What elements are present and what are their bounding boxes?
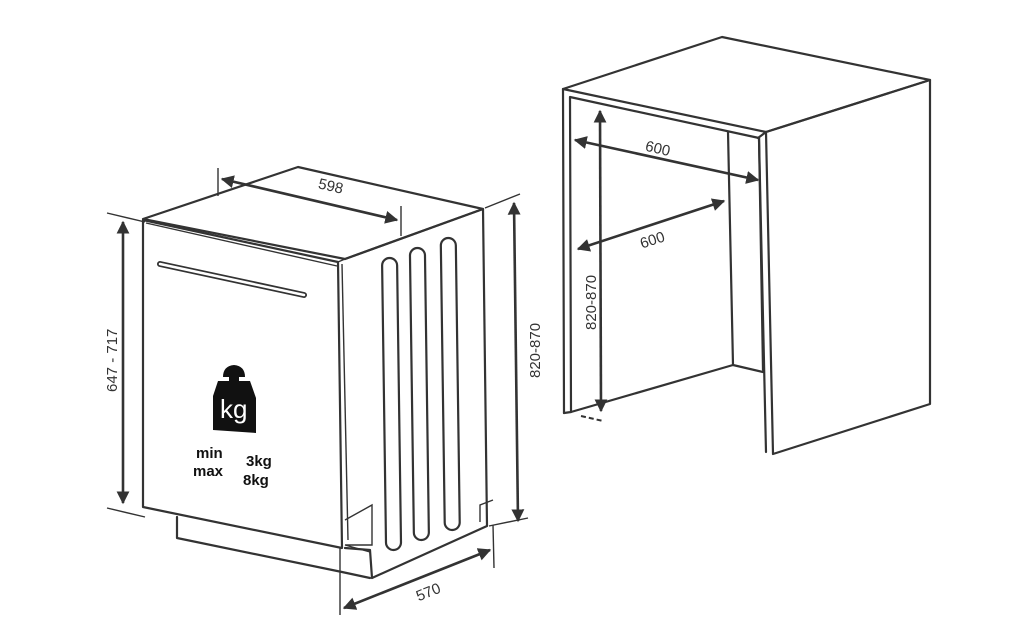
cabinet-depth-dimension-arrow (576, 198, 726, 252)
weight-min-label: min (196, 445, 223, 462)
width-dimension-label: 598 (317, 175, 345, 197)
ext-line (106, 212, 146, 223)
cabinet-left-edge (561, 87, 566, 415)
ext-line (492, 524, 495, 569)
kg-weight-icon: kg (213, 365, 256, 433)
weight-max-label: max (193, 463, 224, 480)
weight-max-value: 8kg (243, 472, 269, 489)
door-side-edge (341, 263, 349, 541)
depth-dimension-label: 570 (414, 580, 444, 605)
kg-icon-text: kg (220, 394, 247, 424)
cabinet-height-dimension-arrow (593, 109, 608, 413)
dashed-line (580, 415, 604, 422)
door-edge (337, 258, 346, 263)
cabinet-top-face (561, 35, 932, 134)
cabinet-back-edge (726, 130, 765, 374)
depth-dimension-arrow (342, 548, 492, 610)
toe-kick-notch (344, 503, 373, 553)
cabinet-width-dimension-arrow (573, 136, 760, 184)
cabinet-right-face (764, 78, 932, 456)
total-height-dimension-arrow (507, 201, 525, 523)
dishwasher-drawing: kg min max 3kg 8kg 598 647 - 717 820-870… (104, 165, 544, 615)
dishwasher-door-front (141, 218, 344, 550)
side-slot-2 (408, 246, 430, 542)
cabinet-height-dimension-label: 820-870 (583, 275, 600, 330)
cabinet-inner-right (757, 136, 768, 454)
weight-min-value: 3kg (246, 453, 272, 470)
dishwasher-side-face (343, 207, 489, 580)
ext-line (484, 193, 521, 209)
door-top-strip (145, 222, 338, 267)
rear-foot (479, 499, 494, 522)
cabinet-depth-dimension-label: 600 (638, 229, 667, 253)
cabinet-floor-line (569, 363, 735, 414)
side-slot-3 (439, 236, 461, 532)
ext-line (106, 507, 146, 518)
door-handle-highlight (158, 262, 306, 297)
dishwasher-top-face (141, 165, 485, 261)
width-dimension-arrow (220, 175, 399, 224)
total-height-dimension-label: 820-870 (527, 323, 544, 378)
ext-line (488, 517, 529, 527)
side-slot-1 (381, 256, 403, 552)
cabinet-width-dimension-label: 600 (644, 138, 672, 160)
cabinet-drawing: 820-870 600 600 (561, 35, 932, 456)
door-height-dimension-label: 647 - 717 (104, 329, 121, 392)
